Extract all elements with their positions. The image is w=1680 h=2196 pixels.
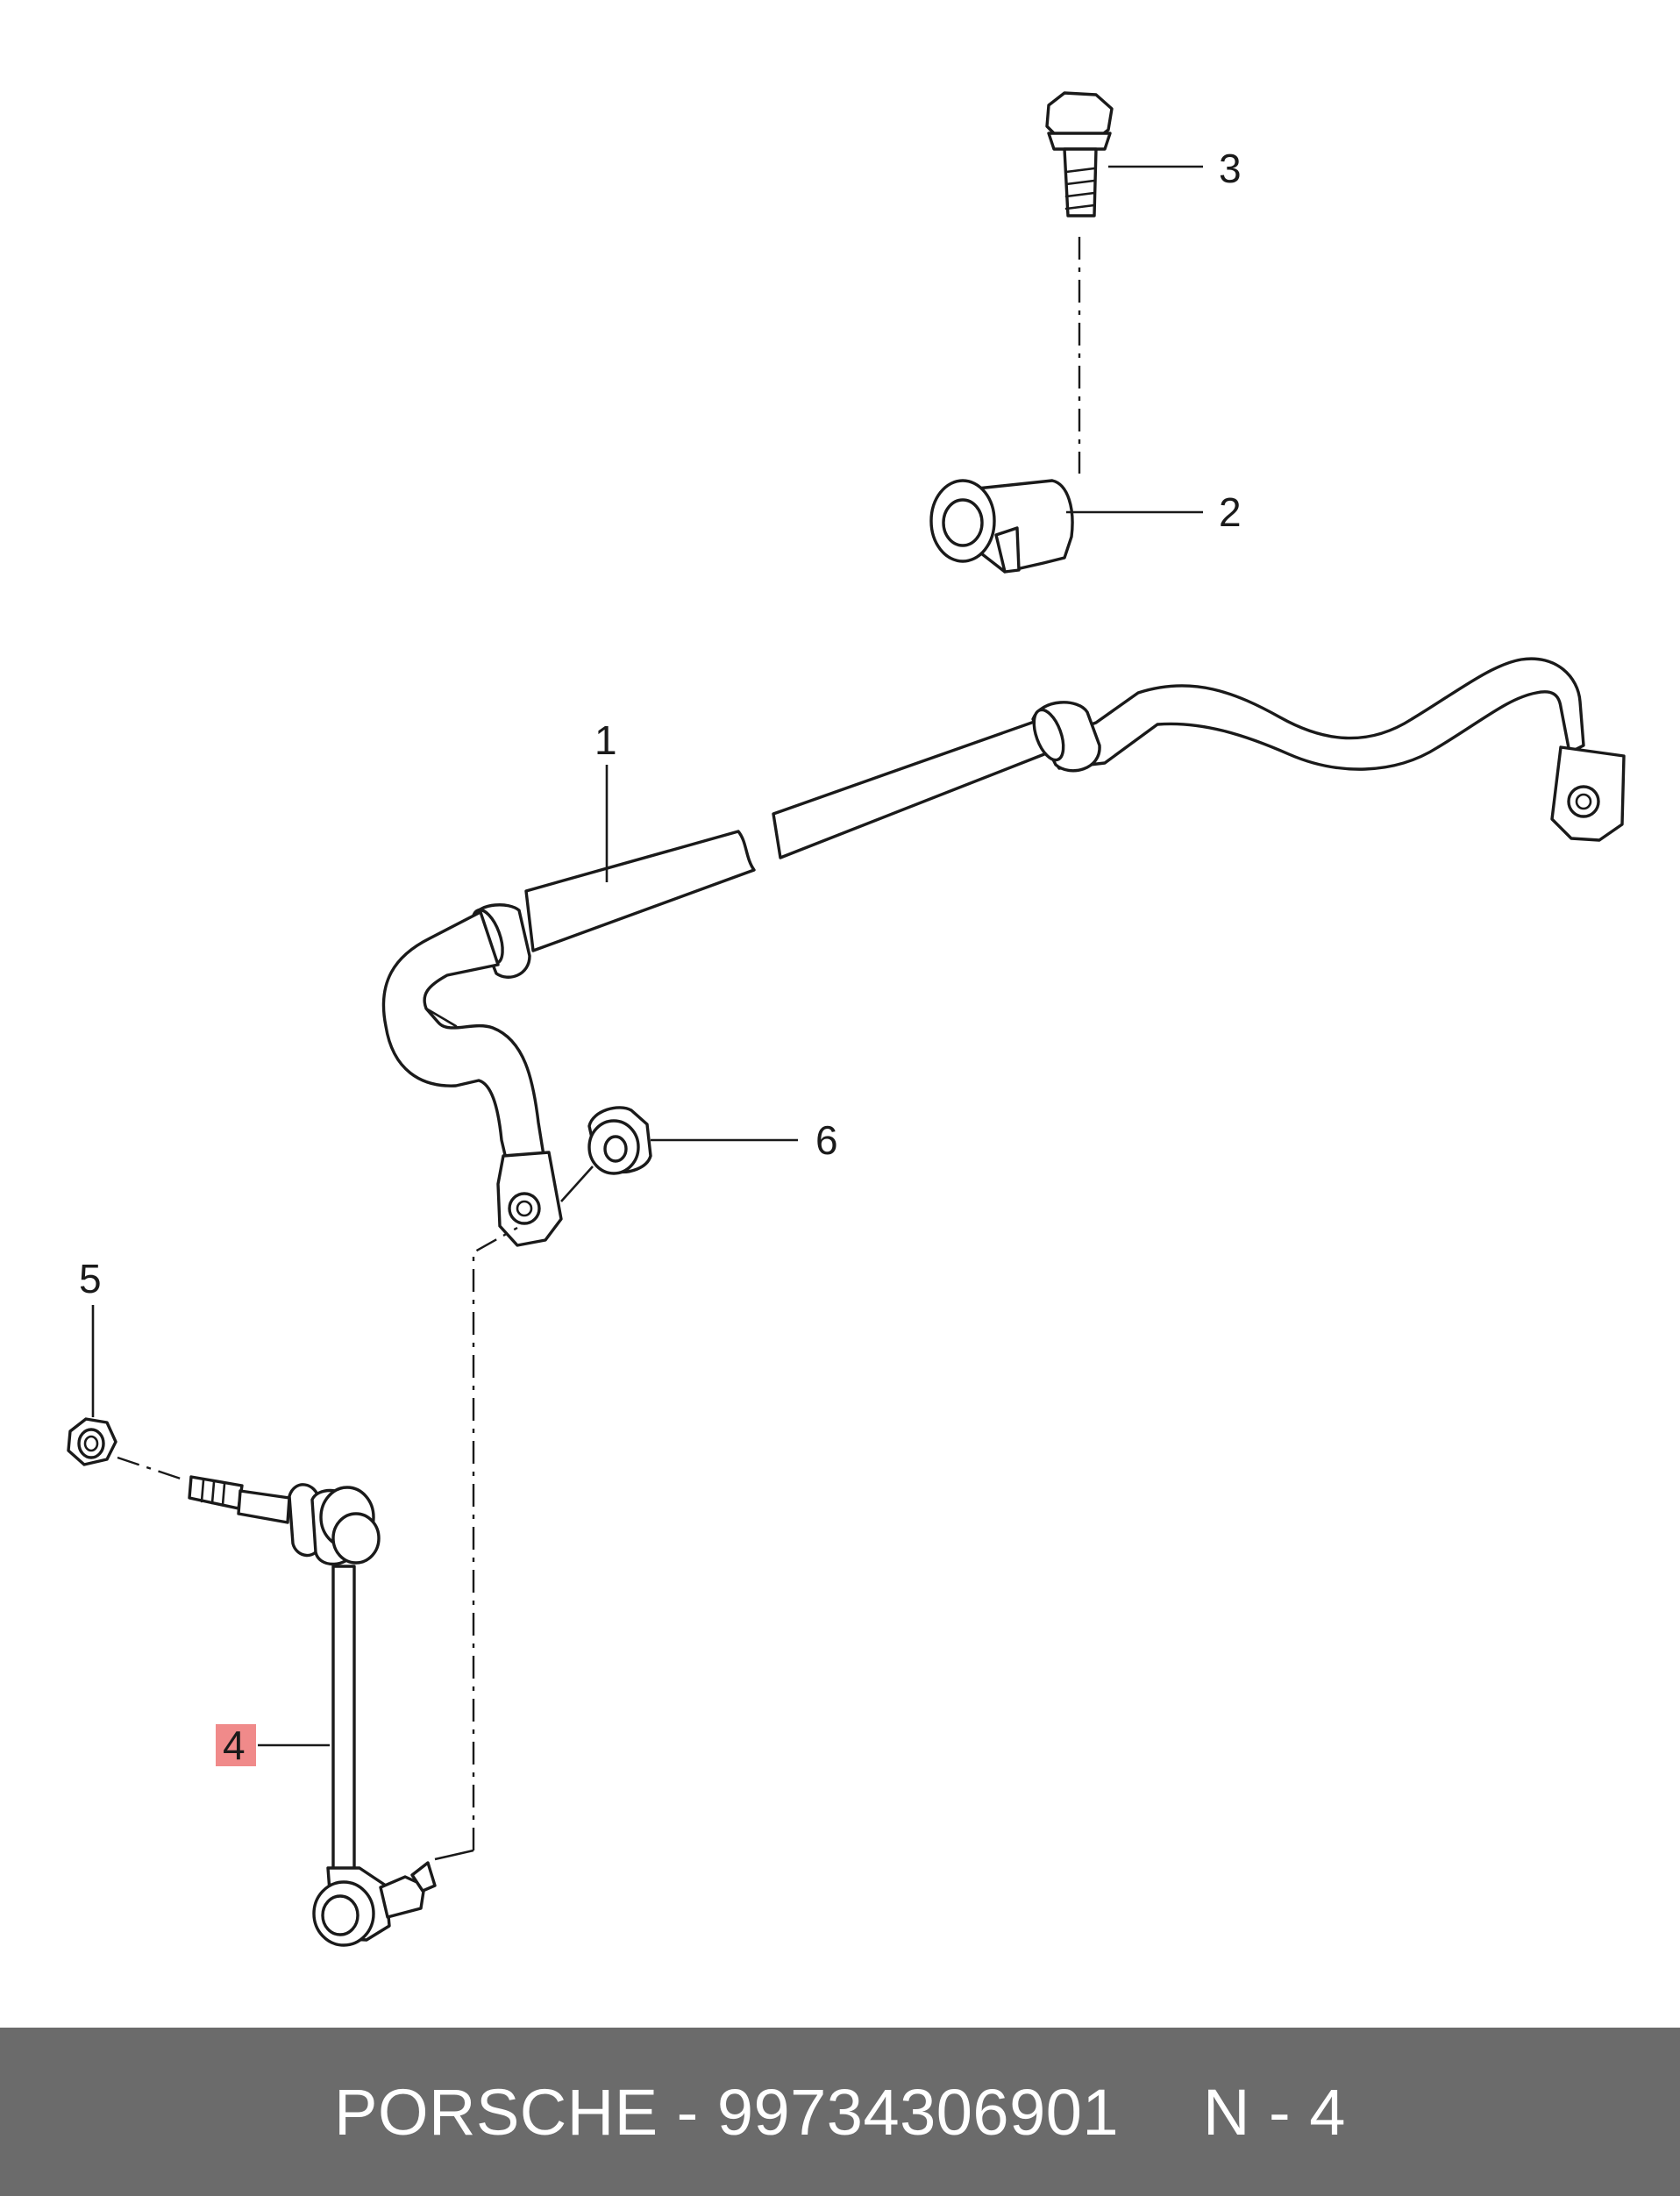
diagram-position: N - 4 xyxy=(1203,2075,1346,2149)
separator: - xyxy=(676,2075,699,2149)
brand-name: PORSCHE xyxy=(334,2075,658,2149)
callout-6[interactable]: 6 xyxy=(815,1117,838,1163)
hex-nut xyxy=(67,1417,117,1466)
bushing xyxy=(929,479,1074,574)
callout-labels: 3 2 1 6 5 4 xyxy=(79,146,1242,1768)
assembly-line-nut-to-rod xyxy=(117,1456,187,1482)
callout-5[interactable]: 5 xyxy=(79,1256,102,1301)
part-number: 99734306901 xyxy=(716,2075,1120,2149)
callout-3[interactable]: 3 xyxy=(1219,146,1242,191)
assembly-line-lower-stud xyxy=(434,1849,474,1861)
flange-nut xyxy=(587,1106,652,1175)
callout-1[interactable]: 1 xyxy=(594,717,617,763)
assembly-line-washer-to-bar xyxy=(560,1166,594,1202)
leader-lines xyxy=(91,165,1203,1747)
assembly-line-rod-to-bar xyxy=(472,1226,518,1850)
exploded-parts-diagram: 3 2 1 6 5 4 xyxy=(67,91,1626,1947)
part-number-footer: PORSCHE - 99734306901 N - 4 xyxy=(0,2028,1680,2196)
callout-4-highlight xyxy=(216,1724,256,1766)
bolt xyxy=(1045,91,1114,217)
coupling-rod xyxy=(188,1475,437,1947)
callout-4[interactable]: 4 xyxy=(223,1722,246,1768)
callout-2[interactable]: 2 xyxy=(1219,489,1242,535)
anti-roll-bar xyxy=(381,657,1626,1247)
